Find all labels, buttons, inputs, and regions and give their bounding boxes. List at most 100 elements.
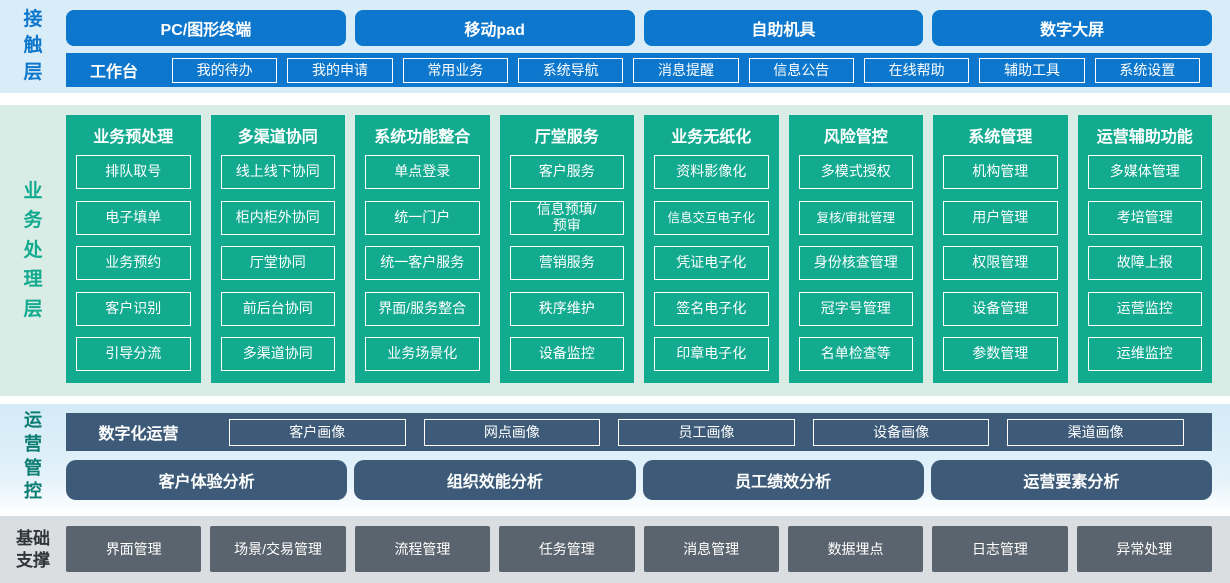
workbench-item-aux-tools: 辅助工具 (979, 57, 1085, 83)
foundation-layer: 基础支撑 界面管理 场景/交易管理 流程管理 任务管理 消息管理 数据埋点 日志… (0, 516, 1230, 583)
terminal-pc: PC/图形终端 (66, 10, 346, 46)
column-title: 风险管控 (823, 129, 888, 146)
analysis-row: 客户体验分析 组织效能分析 员工绩效分析 运营要素分析 (66, 460, 1212, 500)
column-item: 设备管理 (943, 291, 1058, 326)
column-item: 秩序维护 (509, 291, 624, 326)
column-item: 运营监控 (1087, 291, 1202, 326)
column-item: 机构管理 (943, 155, 1058, 189)
column-item: 业务场景化 (365, 337, 480, 371)
column-item: 前后台协同 (220, 291, 335, 326)
column-item: 引导分流 (76, 337, 191, 371)
workbench-item-system-settings: 系统设置 (1094, 57, 1200, 83)
column-items: 多模式授权 复核/审批管理 身份核查管理 冠字号管理 名单检查等 (798, 155, 913, 371)
workbench-item-message-reminder: 消息提醒 (633, 57, 739, 83)
column-title: 业务预处理 (93, 129, 174, 146)
analysis-customer-experience: 客户体验分析 (66, 460, 348, 500)
column-item: 业务预约 (76, 246, 191, 280)
column-item: 运维监控 (1087, 337, 1202, 371)
column-item: 用户管理 (943, 200, 1058, 235)
column-items: 多媒体管理 考培管理 故障上报 运营监控 运维监控 (1087, 155, 1202, 371)
workbench-item-info-bulletin: 信息公告 (748, 57, 854, 83)
foundation-ui-management: 界面管理 (66, 526, 202, 572)
column-title: 系统管理 (968, 129, 1033, 146)
column-system-integration: 系统功能整合 单点登录 统一门户 统一客户服务 界面/服务整合 业务场景化 (355, 115, 490, 383)
column-item: 营销服务 (509, 246, 624, 280)
column-risk-control: 风险管控 多模式授权 复核/审批管理 身份核查管理 冠字号管理 名单检查等 (788, 115, 923, 383)
business-layer-label: 业务处理层 (23, 180, 43, 320)
foundation-log-management: 日志管理 (932, 526, 1068, 572)
workbench-item-my-application: 我的申请 (287, 57, 393, 83)
column-system-management: 系统管理 机构管理 用户管理 权限管理 设备管理 参数管理 (933, 115, 1068, 383)
foundation-data-tracking: 数据埋点 (787, 526, 924, 572)
column-item: 名单检查等 (798, 337, 913, 371)
column-hall-service: 厅堂服务 客户服务 信息预填/ 预审 营销服务 秩序维护 设备监控 (499, 115, 634, 383)
column-item: 统一门户 (365, 200, 480, 235)
profile-customer: 客户画像 (229, 418, 406, 446)
column-items: 线上线下协同 柜内柜外协同 厅堂协同 前后台协同 多渠道协同 (220, 155, 335, 371)
profile-channel: 渠道画像 (1007, 418, 1184, 446)
business-columns: 业务预处理 排队取号 电子填单 业务预约 客户识别 引导分流 多渠道协同 线上线… (66, 105, 1212, 396)
digital-ops-label: 数字化运营 (98, 426, 179, 443)
foundation-layer-side: 基础支撑 (0, 516, 66, 583)
column-business-preprocess: 业务预处理 排队取号 电子填单 业务预约 客户识别 引导分流 (66, 115, 201, 383)
foundation-layer-label: 基础支撑 (15, 529, 50, 570)
column-item: 信息预填/ 预审 (509, 200, 624, 235)
terminal-row: PC/图形终端 移动pad 自助机具 数字大屏 (66, 10, 1212, 46)
column-title: 业务无纸化 (671, 129, 752, 146)
column-item: 印章电子化 (654, 337, 769, 371)
column-item: 多渠道协同 (220, 337, 335, 371)
workbench-item-my-todo: 我的待办 (172, 57, 278, 83)
contact-layer-side: 接触层 (0, 0, 66, 93)
column-multichannel-collab: 多渠道协同 线上线下协同 柜内柜外协同 厅堂协同 前后台协同 多渠道协同 (210, 115, 345, 383)
operations-layer: 运营管控 数字化运营 客户画像 网点画像 员工画像 设备画像 渠道画像 客户体验… (0, 404, 1230, 509)
column-item: 设备监控 (509, 337, 624, 371)
column-item: 单点登录 (365, 155, 480, 189)
column-item: 客户识别 (76, 291, 191, 326)
column-item: 冠字号管理 (798, 291, 913, 326)
operations-layer-side: 运营管控 (0, 404, 66, 509)
profile-branch: 网点画像 (423, 418, 601, 446)
contact-layer: 接触层 PC/图形终端 移动pad 自助机具 数字大屏 工作台 我的待办 我的申… (0, 0, 1230, 93)
column-item: 多媒体管理 (1087, 155, 1202, 189)
column-item: 复核/审批管理 (798, 200, 913, 235)
foundation-scene-transaction: 场景/交易管理 (210, 526, 346, 572)
column-title: 厅堂服务 (534, 129, 599, 146)
foundation-task-management: 任务管理 (499, 526, 635, 572)
column-items: 资料影像化 信息交互电子化 凭证电子化 签名电子化 印章电子化 (654, 155, 769, 371)
workbench-item-system-nav: 系统导航 (517, 57, 624, 83)
profile-device: 设备画像 (812, 418, 990, 446)
column-item: 厅堂协同 (220, 246, 335, 280)
operations-layer-label: 运营管控 (23, 410, 42, 502)
column-item: 资料影像化 (654, 155, 769, 189)
workbench-bar: 工作台 我的待办 我的申请 常用业务 系统导航 消息提醒 信息公告 在线帮助 辅… (66, 53, 1212, 87)
foundation-row: 界面管理 场景/交易管理 流程管理 任务管理 消息管理 数据埋点 日志管理 异常… (66, 516, 1212, 583)
column-items: 单点登录 统一门户 统一客户服务 界面/服务整合 业务场景化 (365, 155, 480, 371)
column-item: 排队取号 (76, 155, 191, 189)
terminal-mobile-pad: 移动pad (354, 10, 635, 46)
column-item: 统一客户服务 (365, 246, 480, 280)
column-item: 故障上报 (1087, 246, 1202, 280)
column-item: 签名电子化 (654, 291, 769, 326)
analysis-operation-elements: 运营要素分析 (930, 460, 1212, 500)
column-items: 客户服务 信息预填/ 预审 营销服务 秩序维护 设备监控 (509, 155, 624, 371)
column-item: 界面/服务整合 (365, 291, 480, 326)
column-item: 凭证电子化 (654, 246, 769, 280)
foundation-process-management: 流程管理 (354, 526, 491, 572)
column-item: 权限管理 (943, 246, 1058, 280)
column-items: 机构管理 用户管理 权限管理 设备管理 参数管理 (943, 155, 1058, 371)
operations-layer-main: 数字化运营 客户画像 网点画像 员工画像 设备画像 渠道画像 客户体验分析 组织… (66, 404, 1212, 509)
column-item: 参数管理 (943, 337, 1058, 371)
digital-ops-bar: 数字化运营 客户画像 网点画像 员工画像 设备画像 渠道画像 (66, 413, 1212, 451)
column-item: 电子填单 (76, 200, 191, 235)
terminal-self-service: 自助机具 (643, 10, 924, 46)
analysis-org-efficiency: 组织效能分析 (354, 460, 636, 500)
column-item: 信息交互电子化 (654, 200, 769, 235)
column-title: 运营辅助功能 (1096, 129, 1193, 146)
column-item: 多模式授权 (798, 155, 913, 189)
column-items: 排队取号 电子填单 业务预约 客户识别 引导分流 (76, 155, 191, 371)
analysis-employee-performance: 员工绩效分析 (642, 460, 924, 500)
column-operation-aux: 运营辅助功能 多媒体管理 考培管理 故障上报 运营监控 运维监控 (1077, 115, 1212, 383)
column-item: 考培管理 (1087, 200, 1202, 235)
contact-layer-label: 接触层 (23, 9, 43, 83)
workbench-item-common-business: 常用业务 (402, 57, 508, 83)
